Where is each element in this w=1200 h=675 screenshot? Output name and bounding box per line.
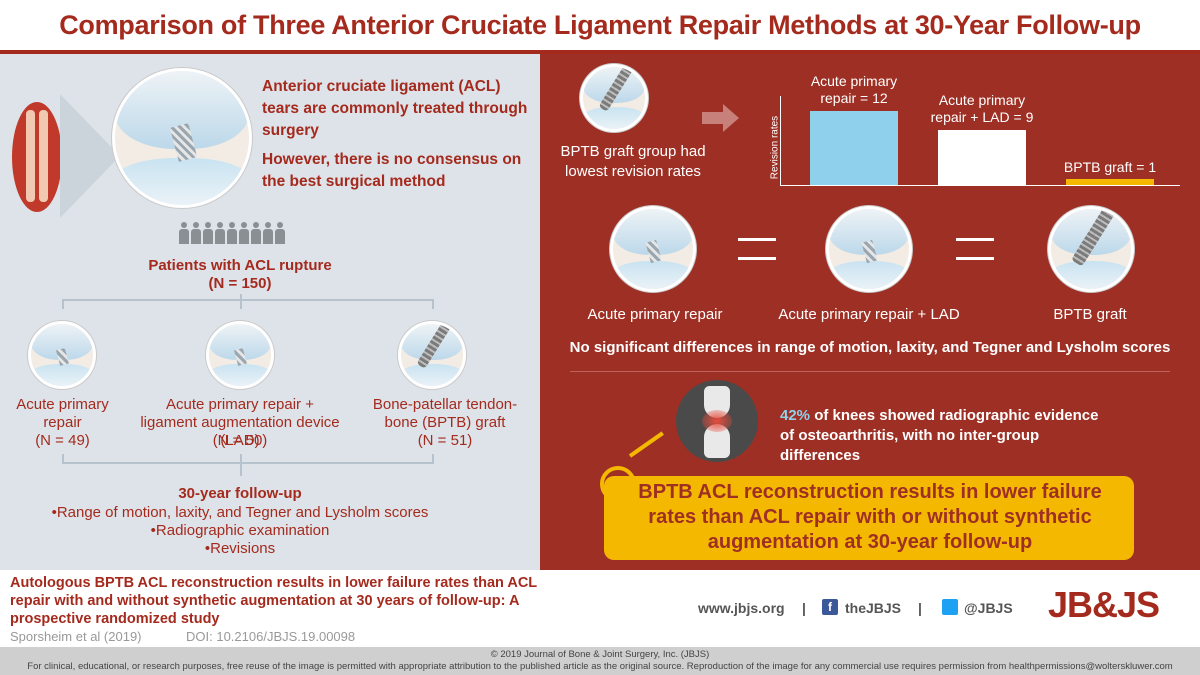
key-icon-shaft [628,431,664,458]
arrow-icon [702,112,724,124]
intro-text-1: Anterior cruciate ligament (ACL) tears a… [262,78,528,139]
leg-icon [12,102,62,212]
chart-bar [810,111,898,185]
citation-authors: Sporsheim et al (2019) [10,629,142,644]
group-repair-lad: Acute primary repair + ligament augmenta… [140,396,340,449]
method-label-acute: Acute primary repair [587,306,723,323]
followup-title: 30-year follow-up [178,485,302,502]
method-knee-lad [826,206,912,292]
method-knee-acute [610,206,696,292]
group-bptb: Bone-patellar tendon-bone (BPTB) graft [372,396,518,431]
facebook-icon: f [822,599,838,615]
group-repair-lad-n: (N = 50) [212,432,268,449]
facebook-link[interactable]: theJBJS [845,600,902,616]
right-panel: BPTB graft group had lowest revision rat… [540,54,1200,570]
connector [240,299,242,309]
separator: | [918,600,922,616]
key-finding-text: BPTB ACL reconstruction results in lower… [638,481,1102,553]
chart-bar [938,129,1026,185]
citation-title: Autologous BPTB ACL reconstruction resul… [10,575,537,627]
separator: | [802,600,806,616]
connector [432,299,434,309]
twitter-icon [942,599,958,615]
reuse-notice: For clinical, educational, or research p… [27,661,1173,672]
followup-item-3: •Revisions [204,540,276,557]
intro-text-2: However, there is no consensus on the be… [262,151,522,190]
twitter-link[interactable]: @JBJS [964,600,1013,616]
citation-doi[interactable]: DOI: 10.2106/JBJS.19.00098 [186,629,356,644]
people-icons [178,222,298,249]
title-rule [0,50,1200,54]
knee-bptb [398,321,466,389]
bptb-revision-text: BPTB graft group had lowest revision rat… [560,143,706,180]
group-bptb-n: (N = 51) [417,432,473,449]
chart-bar-label: BPTB graft = 1 [1063,158,1157,175]
knee-repair-lad [206,321,274,389]
group-acute-repair: Acute primary repair [16,396,109,431]
chart-bar-label: Acute primary repair + LAD = 9 [930,91,1034,125]
connector [240,454,242,464]
equals-icon [956,238,994,260]
chart-bar-label: Acute primary repair = 12 [810,73,898,106]
method-knee-bptb [1048,206,1134,292]
oa-description: of knees showed radiographic evidence of… [780,407,1099,464]
copyright-bar: © 2019 Journal of Bone & Joint Surgery, … [0,647,1200,675]
patients-count: (N = 150) [208,275,272,292]
zoom-wedge [60,94,120,218]
divider [570,371,1170,372]
page-title: Comparison of Three Anterior Cruciate Li… [59,10,1141,40]
connector [62,299,64,309]
connector [240,294,242,300]
oa-text: 42% of knees showed radiographic evidenc… [780,406,1110,466]
large-knee-image [112,68,252,208]
chart-y-axis [780,96,781,186]
citation-section: Autologous BPTB ACL reconstruction resul… [0,570,1200,647]
oa-percent: 42% [780,407,811,424]
chart-y-label: Revision rates [769,115,781,180]
copyright-text: © 2019 Journal of Bone & Joint Surgery, … [490,649,710,660]
connector [62,454,64,464]
followup-item-2: •Radiographic examination [150,522,330,539]
left-panel: Anterior cruciate ligament (ACL) tears a… [0,54,540,570]
equals-icon [738,238,776,260]
connector [240,462,242,476]
method-label-lad: Acute primary repair + LAD [778,306,960,323]
website-link[interactable]: www.jbjs.org [698,600,785,616]
patients-label: Patients with ACL rupture [148,257,332,274]
connector [432,454,434,464]
jbjs-logo: JB&JS [1048,584,1160,625]
method-label-bptb: BPTB graft [1053,306,1127,323]
connector [62,462,434,464]
chart-x-axis [780,185,1180,186]
no-difference-text: No significant differences in range of m… [569,339,1171,356]
knee-xray-icon [676,380,758,462]
group-acute-repair-n: (N = 49) [35,432,90,449]
followup-item-1: •Range of motion, laxity, and Tegner and… [51,504,429,521]
connector [62,299,434,301]
key-finding-box [604,476,1134,560]
arrow-head [723,104,739,132]
knee-acute-repair [28,321,96,389]
knee-bptb-top [580,64,648,132]
chart-bar [1066,178,1154,185]
